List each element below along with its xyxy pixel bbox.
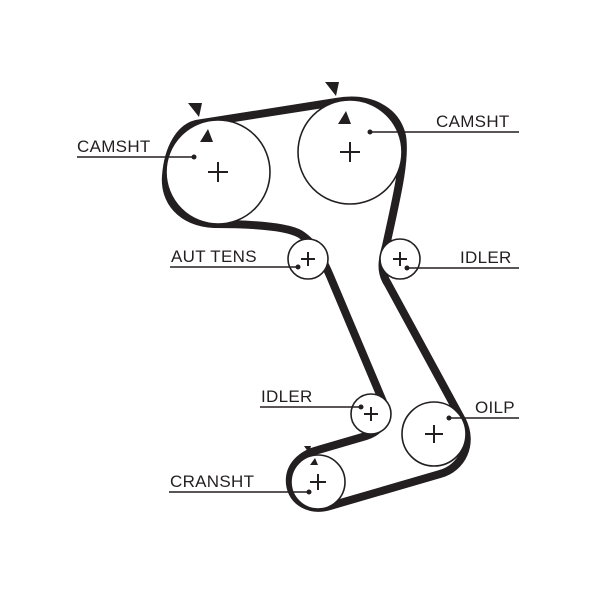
label-oil-pump: OILP [475, 398, 515, 417]
label-camshaft-left: CAMSHT [77, 137, 151, 156]
timing-mark-left-inner [200, 129, 213, 142]
idler-upper-pulley [379, 238, 421, 280]
timing-mark-crank-inner [310, 458, 318, 465]
timing-mark-right-inner [338, 111, 351, 124]
label-camshaft-right: CAMSHT [436, 112, 510, 131]
label-auto-tensioner: AUT TENS [171, 247, 257, 266]
label-crankshaft: CRANSHT [170, 472, 254, 491]
timing-mark-left-outer [188, 103, 202, 117]
label-idler-lower: IDLER [261, 387, 313, 406]
timing-mark-crank-outer [304, 446, 311, 453]
camshaft-right-pulley [297, 99, 403, 205]
idler-lower-pulley [350, 393, 392, 435]
auto-tensioner-pulley [287, 238, 329, 280]
camshaft-left-pulley [165, 119, 271, 225]
crankshaft-pulley [290, 454, 346, 510]
oil-pump-pulley [401, 401, 467, 467]
timing-mark-right-outer [325, 82, 339, 96]
label-idler-upper: IDLER [460, 248, 512, 267]
